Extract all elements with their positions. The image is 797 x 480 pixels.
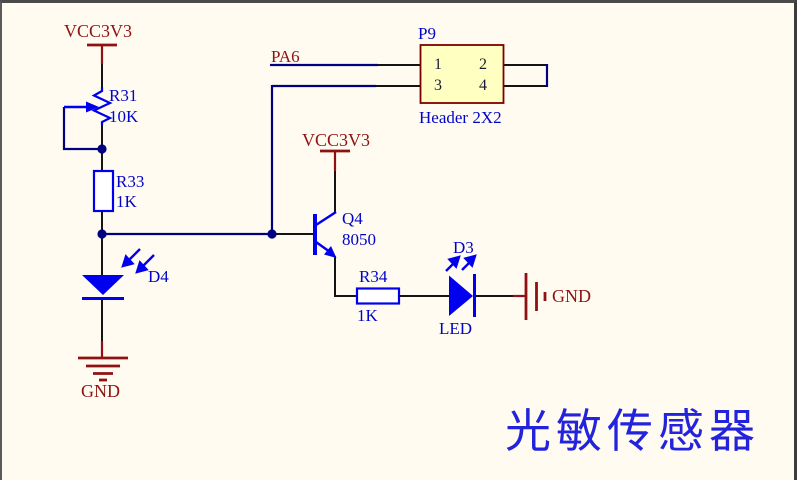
d3-value: LED <box>439 319 473 338</box>
schematic-graphics <box>62 43 549 382</box>
p9-pin-4-number: 4 <box>479 77 487 94</box>
r34-designator: R34 <box>359 267 388 286</box>
q4-value: 8050 <box>342 230 376 249</box>
p9-pin-1-number: 1 <box>434 56 442 73</box>
p9-designator: P9 <box>418 24 436 43</box>
gnd-left-symbol <box>78 341 128 382</box>
p9-pin-2-number: 2 <box>479 56 487 73</box>
gnd-right-label: GND <box>552 286 591 306</box>
emitted-light-arrows-icon <box>445 254 477 272</box>
emitter-arrow-icon <box>324 246 337 258</box>
pa6-net-label: PA6 <box>271 47 300 66</box>
q4-npn-transistor-symbol <box>313 210 337 258</box>
p9-header-body <box>419 44 505 104</box>
sheet-title: 光敏传感器 <box>505 406 760 457</box>
p9-pin-3-number: 3 <box>434 77 442 94</box>
wiper-arrow-icon <box>86 101 99 113</box>
gnd-left-label: GND <box>81 381 120 401</box>
r33-resistor-symbol <box>92 169 115 213</box>
junction-dots <box>97 144 277 239</box>
vcc3v3-q4-label: VCC3V3 <box>302 130 371 150</box>
vcc3v3-left-power-symbol <box>87 43 117 64</box>
r33-value: 1K <box>116 192 137 211</box>
p9-value: Header 2X2 <box>419 108 502 127</box>
d3-led-symbol <box>445 254 477 317</box>
r31-designator: R31 <box>109 86 138 105</box>
r33-designator: R33 <box>116 172 145 191</box>
r31-value: 10K <box>109 107 139 126</box>
wires-navy <box>62 63 549 236</box>
vcc3v3-q4-power-symbol <box>320 149 350 171</box>
r34-resistor-symbol <box>355 287 401 305</box>
q4-designator: Q4 <box>342 209 363 228</box>
wires-black <box>101 63 547 342</box>
gnd-right-symbol <box>513 273 547 320</box>
r34-value: 1K <box>357 306 378 325</box>
d4-photodiode-symbol <box>82 248 155 300</box>
vcc3v3-left-label: VCC3V3 <box>64 21 133 41</box>
d4-designator: D4 <box>148 267 169 286</box>
d3-designator: D3 <box>453 238 474 257</box>
r31-potentiometer-symbol <box>64 87 113 125</box>
incoming-light-arrows-icon <box>121 248 155 274</box>
